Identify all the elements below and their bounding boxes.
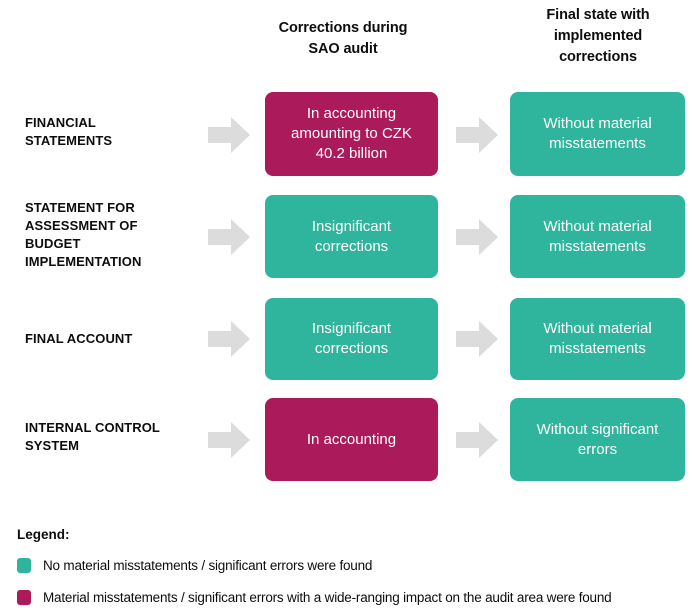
legend-title: Legend: — [17, 527, 70, 542]
row-label-final-account: FINAL ACCOUNT — [25, 331, 133, 346]
arrow-right-icon — [208, 422, 250, 458]
arrow-right-icon — [456, 422, 498, 458]
legend-item: Material misstatements / significant err… — [17, 590, 612, 605]
arrow-right-icon — [456, 117, 498, 153]
status-box-corrections: In accounting — [265, 398, 438, 481]
legend-item: No material misstatements / significant … — [17, 558, 372, 573]
arrow-right-icon — [456, 219, 498, 255]
arrow-right-icon — [208, 321, 250, 357]
arrow-right-icon — [208, 117, 250, 153]
legend-item-label: No material misstatements / significant … — [43, 558, 373, 573]
legend-swatch-teal — [17, 558, 31, 573]
legend-swatch-crimson — [17, 590, 31, 605]
legend-item-label: Material misstatements / significant err… — [43, 590, 612, 605]
arrow-right-icon — [456, 321, 498, 357]
arrow-right-icon — [208, 219, 250, 255]
